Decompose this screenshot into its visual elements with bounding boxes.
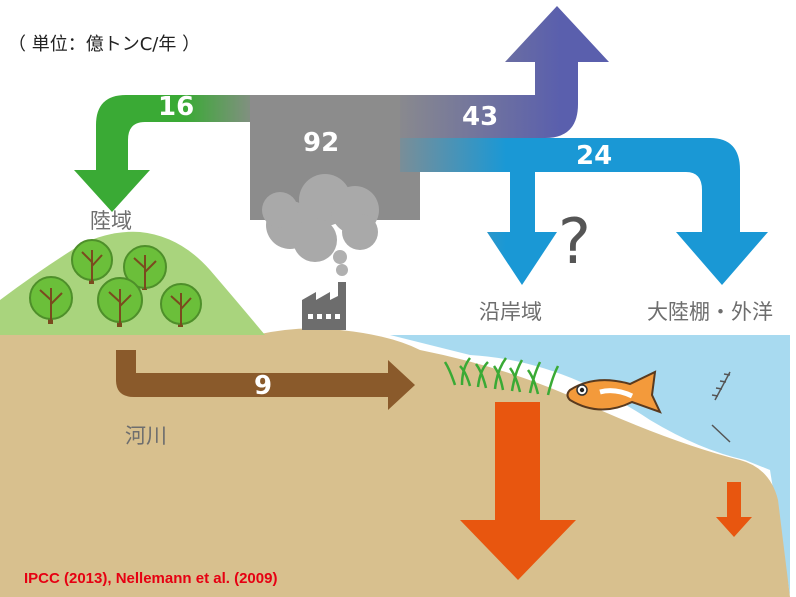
tree-icon: [97, 277, 143, 327]
burial-arrow-large: [460, 402, 576, 580]
place-label-shelf-ocean: 大陸棚・外洋: [647, 300, 773, 324]
flow-value-river: 9: [254, 371, 273, 401]
ocean-arrow: [400, 138, 768, 285]
plankton-icon: [711, 371, 731, 443]
land-arrow: [74, 95, 260, 212]
source-citation: IPCC (2013), Nellemann et al. (2009): [24, 570, 278, 587]
factory-icon: [302, 250, 348, 330]
sea-water: [390, 335, 790, 595]
smoke-cloud-icon: [262, 174, 379, 262]
seagrass-icon: [443, 357, 560, 396]
place-label-coastal: 沿岸域: [479, 300, 542, 324]
flow-value-ocean: 24: [576, 141, 613, 171]
unit-label: （ 単位：億トンC/年 ）: [8, 34, 201, 55]
tree-icon: [29, 276, 73, 324]
place-label-land: 陸域: [90, 209, 132, 233]
tree-icon: [160, 283, 202, 327]
trees: [29, 239, 202, 327]
tree-icon: [123, 245, 167, 290]
flow-value-land: 16: [158, 92, 195, 122]
fish-icon: [566, 370, 662, 414]
flow-value-atmosphere: 43: [462, 102, 499, 132]
question-mark: ?: [558, 205, 591, 278]
flow-value-emission: 92: [303, 128, 340, 158]
place-label-river: 河川: [125, 424, 167, 448]
river-arrow: [116, 350, 415, 410]
tree-icon: [71, 239, 113, 284]
burial-arrow-small: [716, 482, 752, 537]
atmosphere-arrow: [400, 6, 609, 138]
